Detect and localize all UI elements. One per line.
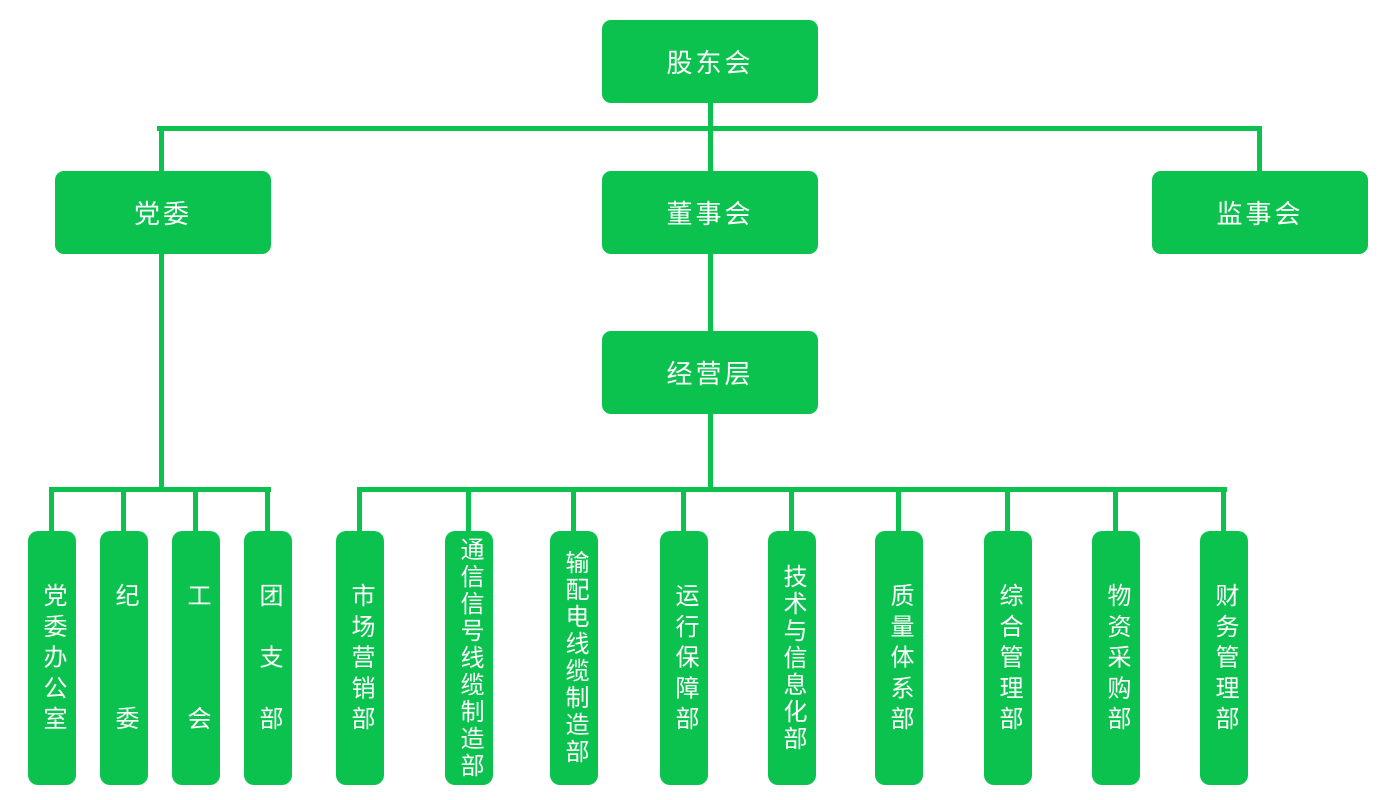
- node-dept-general-admin[interactable]: 综合管理部: [984, 531, 1032, 785]
- node-management-level[interactable]: 经营层: [602, 331, 818, 414]
- node-dept-power-cable[interactable]: 输配电线缆制造部: [550, 531, 598, 785]
- node-label: 董事会: [666, 199, 754, 229]
- node-label: 通信信号线缆制造部: [456, 536, 483, 780]
- node-dept-marketing[interactable]: 市场营销部: [336, 531, 384, 785]
- node-label: 综合管理部: [995, 583, 1022, 733]
- node-label: 质量体系部: [886, 583, 913, 733]
- node-label: 工会: [183, 583, 210, 733]
- node-supervisory-board[interactable]: 监事会: [1152, 171, 1368, 254]
- node-dept-finance[interactable]: 财务管理部: [1200, 531, 1248, 785]
- node-label: 物资采购部: [1103, 583, 1130, 733]
- connector-line: [193, 490, 198, 531]
- connector-line: [708, 254, 713, 331]
- connector-line: [708, 103, 713, 171]
- node-label: 纪委: [111, 583, 138, 733]
- connector-line: [49, 490, 54, 531]
- node-label: 运行保障部: [671, 583, 698, 733]
- node-label: 技术与信息化部: [779, 563, 806, 753]
- connector-line: [121, 490, 126, 531]
- node-party-office[interactable]: 党委办公室: [28, 531, 76, 785]
- connector-line: [708, 414, 713, 492]
- connector-line: [896, 490, 901, 531]
- node-youth-league-branch[interactable]: 团支部: [244, 531, 292, 785]
- node-label: 财务管理部: [1211, 583, 1238, 733]
- connector-line: [466, 490, 471, 531]
- connector-line: [1113, 490, 1118, 531]
- node-dept-operation-support[interactable]: 运行保障部: [660, 531, 708, 785]
- node-board-of-directors[interactable]: 董事会: [602, 171, 818, 254]
- node-dept-comm-signal-cable[interactable]: 通信信号线缆制造部: [445, 531, 493, 785]
- connector-line: [1257, 126, 1262, 171]
- node-party-committee[interactable]: 党委: [55, 171, 271, 254]
- connector-line: [49, 487, 271, 492]
- node-label: 输配电线缆制造部: [561, 550, 588, 766]
- node-label: 股东会: [666, 48, 754, 78]
- connector-line: [357, 490, 362, 531]
- connector-line: [157, 126, 1261, 131]
- connector-line: [357, 487, 1227, 492]
- connector-line: [681, 490, 686, 531]
- node-label: 团支部: [255, 583, 282, 733]
- node-label: 市场营销部: [347, 583, 374, 733]
- node-shareholders-meeting[interactable]: 股东会: [602, 20, 818, 103]
- node-label: 经营层: [666, 359, 754, 389]
- connector-line: [571, 490, 576, 531]
- node-dept-quality-system[interactable]: 质量体系部: [875, 531, 923, 785]
- connector-line: [1221, 490, 1226, 531]
- node-label: 党委办公室: [39, 583, 66, 733]
- node-label: 监事会: [1216, 199, 1304, 229]
- node-labor-union[interactable]: 工会: [172, 531, 220, 785]
- connector-line: [1005, 490, 1010, 531]
- connector-line: [789, 490, 794, 531]
- node-dept-tech-information[interactable]: 技术与信息化部: [768, 531, 816, 785]
- node-discipline-committee[interactable]: 纪委: [100, 531, 148, 785]
- connector-line: [159, 126, 164, 171]
- node-label: 党委: [133, 199, 192, 229]
- connector-line: [265, 490, 270, 531]
- node-dept-procurement[interactable]: 物资采购部: [1092, 531, 1140, 785]
- connector-line: [159, 254, 164, 492]
